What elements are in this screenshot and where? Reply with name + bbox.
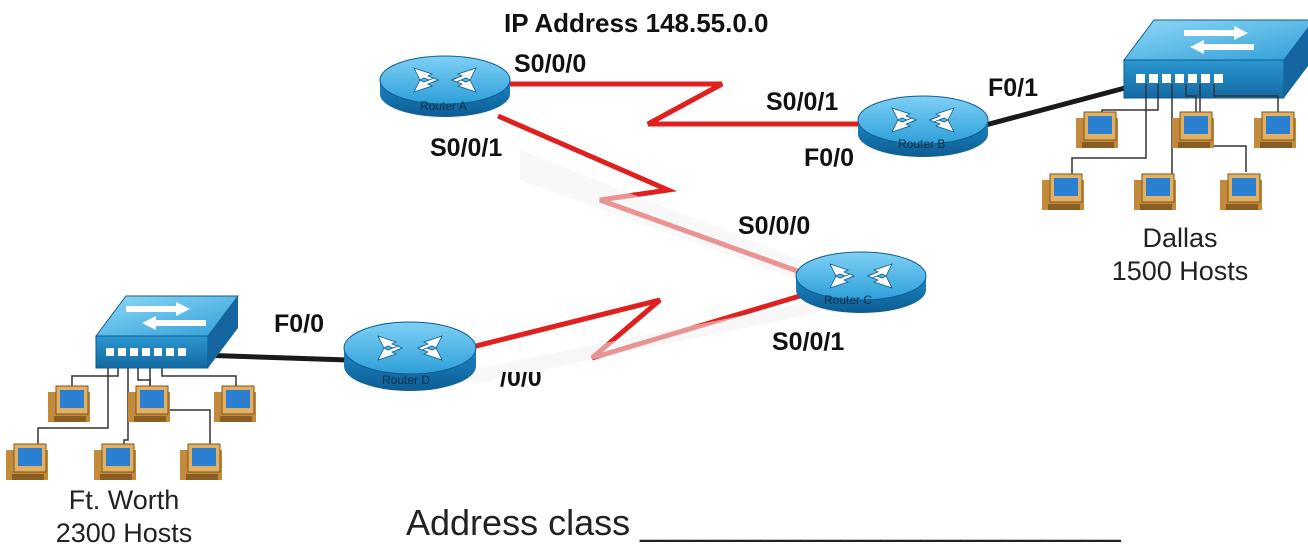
address-class-blank[interactable]: ________________________ (640, 502, 1121, 543)
link-routera-routerb (505, 81, 862, 127)
dallas-switch-icon[interactable] (1122, 19, 1308, 99)
router-b-icon[interactable]: Router B (857, 95, 989, 157)
address-class-label: Address class (406, 502, 631, 543)
pc-icon (1254, 111, 1296, 148)
dallas-hosts-count: 1500 Hosts (1111, 256, 1249, 286)
router-c-label: Router C (824, 293, 872, 307)
pc-icon (6, 443, 48, 480)
dallas-hosts (1042, 111, 1296, 210)
router-c-s001-label: S0/0/1 (772, 328, 845, 356)
router-c-s000-label: S0/0/0 (738, 212, 811, 240)
ftworth-name: Ft. Worth (68, 485, 180, 515)
router-b-s001-label: S0/0/1 (766, 88, 839, 116)
router-c-icon[interactable]: Router C (795, 251, 927, 313)
dallas-site-label: Dallas 1500 Hosts (1090, 222, 1270, 288)
router-b-label: Router B (898, 137, 945, 151)
pc-icon (180, 443, 222, 480)
ftworth-switch-icon[interactable] (95, 295, 239, 369)
pc-icon (1220, 173, 1262, 210)
link-shadows (470, 150, 820, 385)
address-class-question: Address class ________________________ (406, 502, 1121, 544)
dallas-name: Dallas (1142, 223, 1218, 253)
pc-icon (48, 385, 90, 422)
router-d-label: Router D (382, 373, 430, 387)
router-b-f00-label: F0/0 (804, 144, 855, 172)
router-b-f01-label: F0/1 (988, 74, 1039, 102)
ftworth-hosts-count: 2300 Hosts (55, 518, 193, 548)
link-routerb-dallas-switch (977, 81, 1141, 130)
router-a-s001-label: S0/0/1 (430, 134, 503, 162)
router-d-f00-label: F0/0 (274, 310, 325, 338)
pc-icon (128, 385, 170, 422)
router-a-s000-label: S0/0/0 (514, 50, 587, 78)
router-d-serial-label-partial: /0/0 (500, 364, 542, 392)
pc-icon (94, 443, 136, 480)
ftworth-hosts (6, 385, 256, 480)
router-a-label: Router A (420, 99, 467, 113)
diagram-title: IP Address 148.55.0.0 (504, 8, 769, 38)
pc-icon (214, 385, 256, 422)
pc-icon (1076, 111, 1118, 148)
router-d-icon[interactable]: Router D (343, 321, 477, 391)
pc-icon (1134, 173, 1176, 210)
ftworth-site-label: Ft. Worth 2300 Hosts (34, 484, 214, 550)
pc-icon (1042, 173, 1084, 210)
pc-icon (1172, 111, 1214, 148)
router-a-icon[interactable]: Router A (379, 55, 511, 117)
